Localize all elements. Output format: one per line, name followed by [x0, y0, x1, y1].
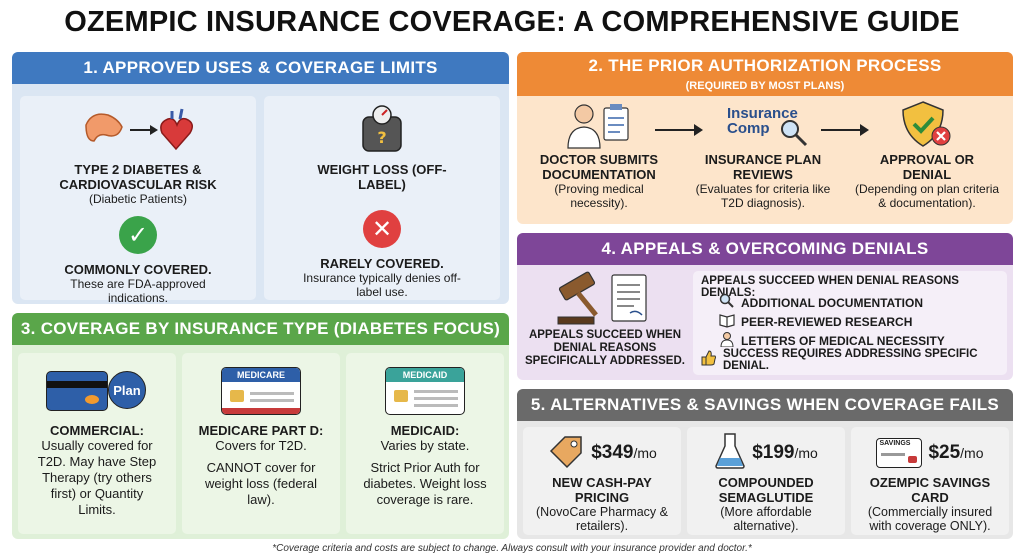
- price-value: $199/mo: [752, 442, 818, 463]
- insurance-magnifier-icon: Insurance Comp: [683, 100, 843, 152]
- svg-text:?: ?: [377, 128, 386, 147]
- col-title: COMMERCIAL:: [50, 423, 144, 438]
- col-desc: (More affordable alternative).: [720, 505, 812, 533]
- magnifier-icon: [719, 293, 735, 312]
- section-alternatives: 5. ALTERNATIVES & SAVINGS WHEN COVERAGE …: [517, 389, 1013, 539]
- diabetes-desc: These are FDA-approved indications.: [70, 277, 206, 304]
- appeals-intro: APPEALS SUCCEED WHEN DENIAL REASONS DENI…: [701, 275, 959, 299]
- list-item-label: ADDITIONAL DOCUMENTATION: [741, 295, 923, 310]
- check-icon: ✓: [119, 216, 157, 254]
- section-heading: 5. ALTERNATIVES & SAVINGS WHEN COVERAGE …: [517, 389, 1013, 421]
- price-value: $25/mo: [928, 442, 984, 463]
- cross-icon: ✕: [363, 210, 401, 248]
- diabetes-column: TYPE 2 DIABETES & CARDIOVASCULAR RISK (D…: [20, 96, 256, 304]
- shield-check-icon: [847, 100, 1007, 152]
- step-desc: (Evaluates for criteria like T2D diagnos…: [695, 182, 831, 210]
- col-title: NEW CASH-PAY PRICING: [552, 475, 652, 505]
- list-item: ADDITIONAL DOCUMENTATION: [701, 293, 999, 312]
- step-desc: (Depending on plan criteria & documentat…: [854, 182, 1000, 210]
- appeals-footer-text: SUCCESS REQUIRES ADDRESSING SPECIFIC DEN…: [723, 347, 978, 372]
- section-subheading: (REQUIRED BY MOST PLANS): [517, 80, 1013, 96]
- scale-question-icon: ?: [264, 104, 500, 156]
- section-approved-uses: 1. APPROVED USES & COVERAGE LIMITS TYPE …: [12, 52, 509, 304]
- savings-card-icon: SAVINGS: [876, 438, 923, 468]
- col-desc: CANNOT cover for weight loss (federal la…: [205, 460, 317, 507]
- list-item-label: LETTERS OF MEDICAL NECESSITY: [741, 333, 945, 348]
- arrow-icon: [655, 124, 703, 136]
- col-title: MEDICAID:: [390, 423, 460, 438]
- step-insurance: Insurance Comp INSURANCE PLAN REVIEWS (E…: [683, 100, 843, 210]
- weight-loss-label: WEIGHT LOSS (OFF-LABEL): [317, 162, 447, 192]
- appeals-footer: SUCCESS REQUIRES ADDRESSING SPECIFIC DEN…: [701, 347, 999, 372]
- doctor-icon: [719, 331, 735, 350]
- diabetes-status: COMMONLY COVERED.: [64, 262, 212, 277]
- insurance-logo-text: Insurance Comp: [727, 105, 798, 137]
- step-desc: (Proving medical necessity).: [554, 182, 644, 210]
- card-label: MEDICAID: [386, 368, 464, 382]
- cash-pay-column: $349/mo NEW CASH-PAY PRICING (NovoCare P…: [523, 427, 681, 535]
- book-icon: [719, 312, 735, 331]
- medicaid-card-icon: MEDICAID: [385, 367, 465, 415]
- medicare-card-icon: MEDICARE: [221, 367, 301, 415]
- weight-loss-status: RARELY COVERED.: [320, 256, 444, 271]
- col-desc: Varies by state.: [380, 438, 470, 453]
- col-desc: Strict Prior Auth for diabetes. Weight l…: [363, 460, 487, 507]
- pancreas-heart-icon: [20, 104, 256, 156]
- list-item: LETTERS OF MEDICAL NECESSITY: [701, 331, 999, 350]
- plan-badge: Plan: [108, 371, 146, 409]
- section-heading: 1. APPROVED USES & COVERAGE LIMITS: [12, 52, 509, 84]
- appeals-list: APPEALS SUCCEED WHEN DENIAL REASONS DENI…: [693, 271, 1007, 375]
- col-desc: Covers for T2D.: [215, 438, 307, 453]
- compounded-column: $199/mo COMPOUNDED SEMAGLUTIDE (More aff…: [687, 427, 845, 535]
- step-title: DOCTOR SUBMITS DOCUMENTATION: [539, 152, 659, 182]
- step-title: APPROVAL OR DENIAL: [879, 152, 975, 182]
- footnote: *Coverage criteria and costs are subject…: [272, 543, 752, 554]
- savings-card-column: SAVINGS $25/mo OZEMPIC SAVINGS CARD (Com…: [851, 427, 1009, 535]
- col-title: COMPOUNDED SEMAGLUTIDE: [718, 475, 814, 505]
- doctor-clipboard-icon: [519, 100, 679, 152]
- price-tag-icon: [547, 433, 585, 474]
- commercial-column: Plan COMMERCIAL: Usually covered for T2D…: [18, 353, 176, 534]
- diabetes-label: TYPE 2 DIABETES & CARDIOVASCULAR RISK: [59, 162, 217, 192]
- col-title: MEDICARE PART D:: [198, 423, 324, 438]
- col-desc: (Commercially insured with coverage ONLY…: [867, 505, 993, 533]
- step-approval: APPROVAL OR DENIAL (Depending on plan cr…: [847, 100, 1007, 210]
- medicare-column: MEDICARE MEDICARE PART D: Covers for T2D…: [182, 353, 340, 534]
- col-desc: (NovoCare Pharmacy & retailers).: [536, 505, 668, 533]
- section-heading: 4. APPEALS & OVERCOMING DENIALS: [517, 233, 1013, 265]
- credit-card-icon: Plan: [42, 367, 152, 415]
- section-heading: 2. THE PRIOR AUTHORIZATION PROCESS: [517, 52, 1013, 80]
- section-prior-authorization: 2. THE PRIOR AUTHORIZATION PROCESS (REQU…: [517, 52, 1013, 224]
- list-item-label: PEER-REVIEWED RESEARCH: [741, 314, 913, 329]
- section-heading: 3. COVERAGE BY INSURANCE TYPE (DIABETES …: [12, 313, 509, 345]
- col-title: OZEMPIC SAVINGS CARD: [869, 475, 991, 505]
- flask-icon: [714, 432, 746, 475]
- list-item: PEER-REVIEWED RESEARCH: [701, 312, 999, 331]
- appeals-left-text: APPEALS SUCCEED WHEN DENIAL REASONS SPEC…: [525, 329, 685, 367]
- section-insurance-type: 3. COVERAGE BY INSURANCE TYPE (DIABETES …: [12, 313, 509, 539]
- step-title: INSURANCE PLAN REVIEWS: [704, 152, 822, 182]
- step-doctor: DOCTOR SUBMITS DOCUMENTATION (Proving me…: [519, 100, 679, 210]
- thumbs-up-icon: [701, 350, 717, 369]
- card-label: MEDICARE: [222, 368, 300, 382]
- arrow-icon: [821, 124, 869, 136]
- diabetes-sub: (Diabetic Patients): [88, 192, 188, 206]
- weight-loss-desc: Insurance typically denies off-label use…: [303, 271, 461, 299]
- appeals-left: APPEALS SUCCEED WHEN DENIAL REASONS SPEC…: [523, 271, 687, 375]
- section-appeals: 4. APPEALS & OVERCOMING DENIALS APPEALS …: [517, 233, 1013, 380]
- price-value: $349/mo: [591, 442, 657, 463]
- gavel-document-icon: [523, 271, 687, 329]
- weight-loss-column: ? WEIGHT LOSS (OFF-LABEL) ✕ RARELY COVER…: [264, 96, 500, 300]
- page-title: OZEMPIC INSURANCE COVERAGE: A COMPREHENS…: [64, 6, 960, 38]
- col-desc: Usually covered for T2D. May have Step T…: [37, 438, 157, 517]
- medicaid-column: MEDICAID MEDICAID: Varies by state. Stri…: [346, 353, 504, 534]
